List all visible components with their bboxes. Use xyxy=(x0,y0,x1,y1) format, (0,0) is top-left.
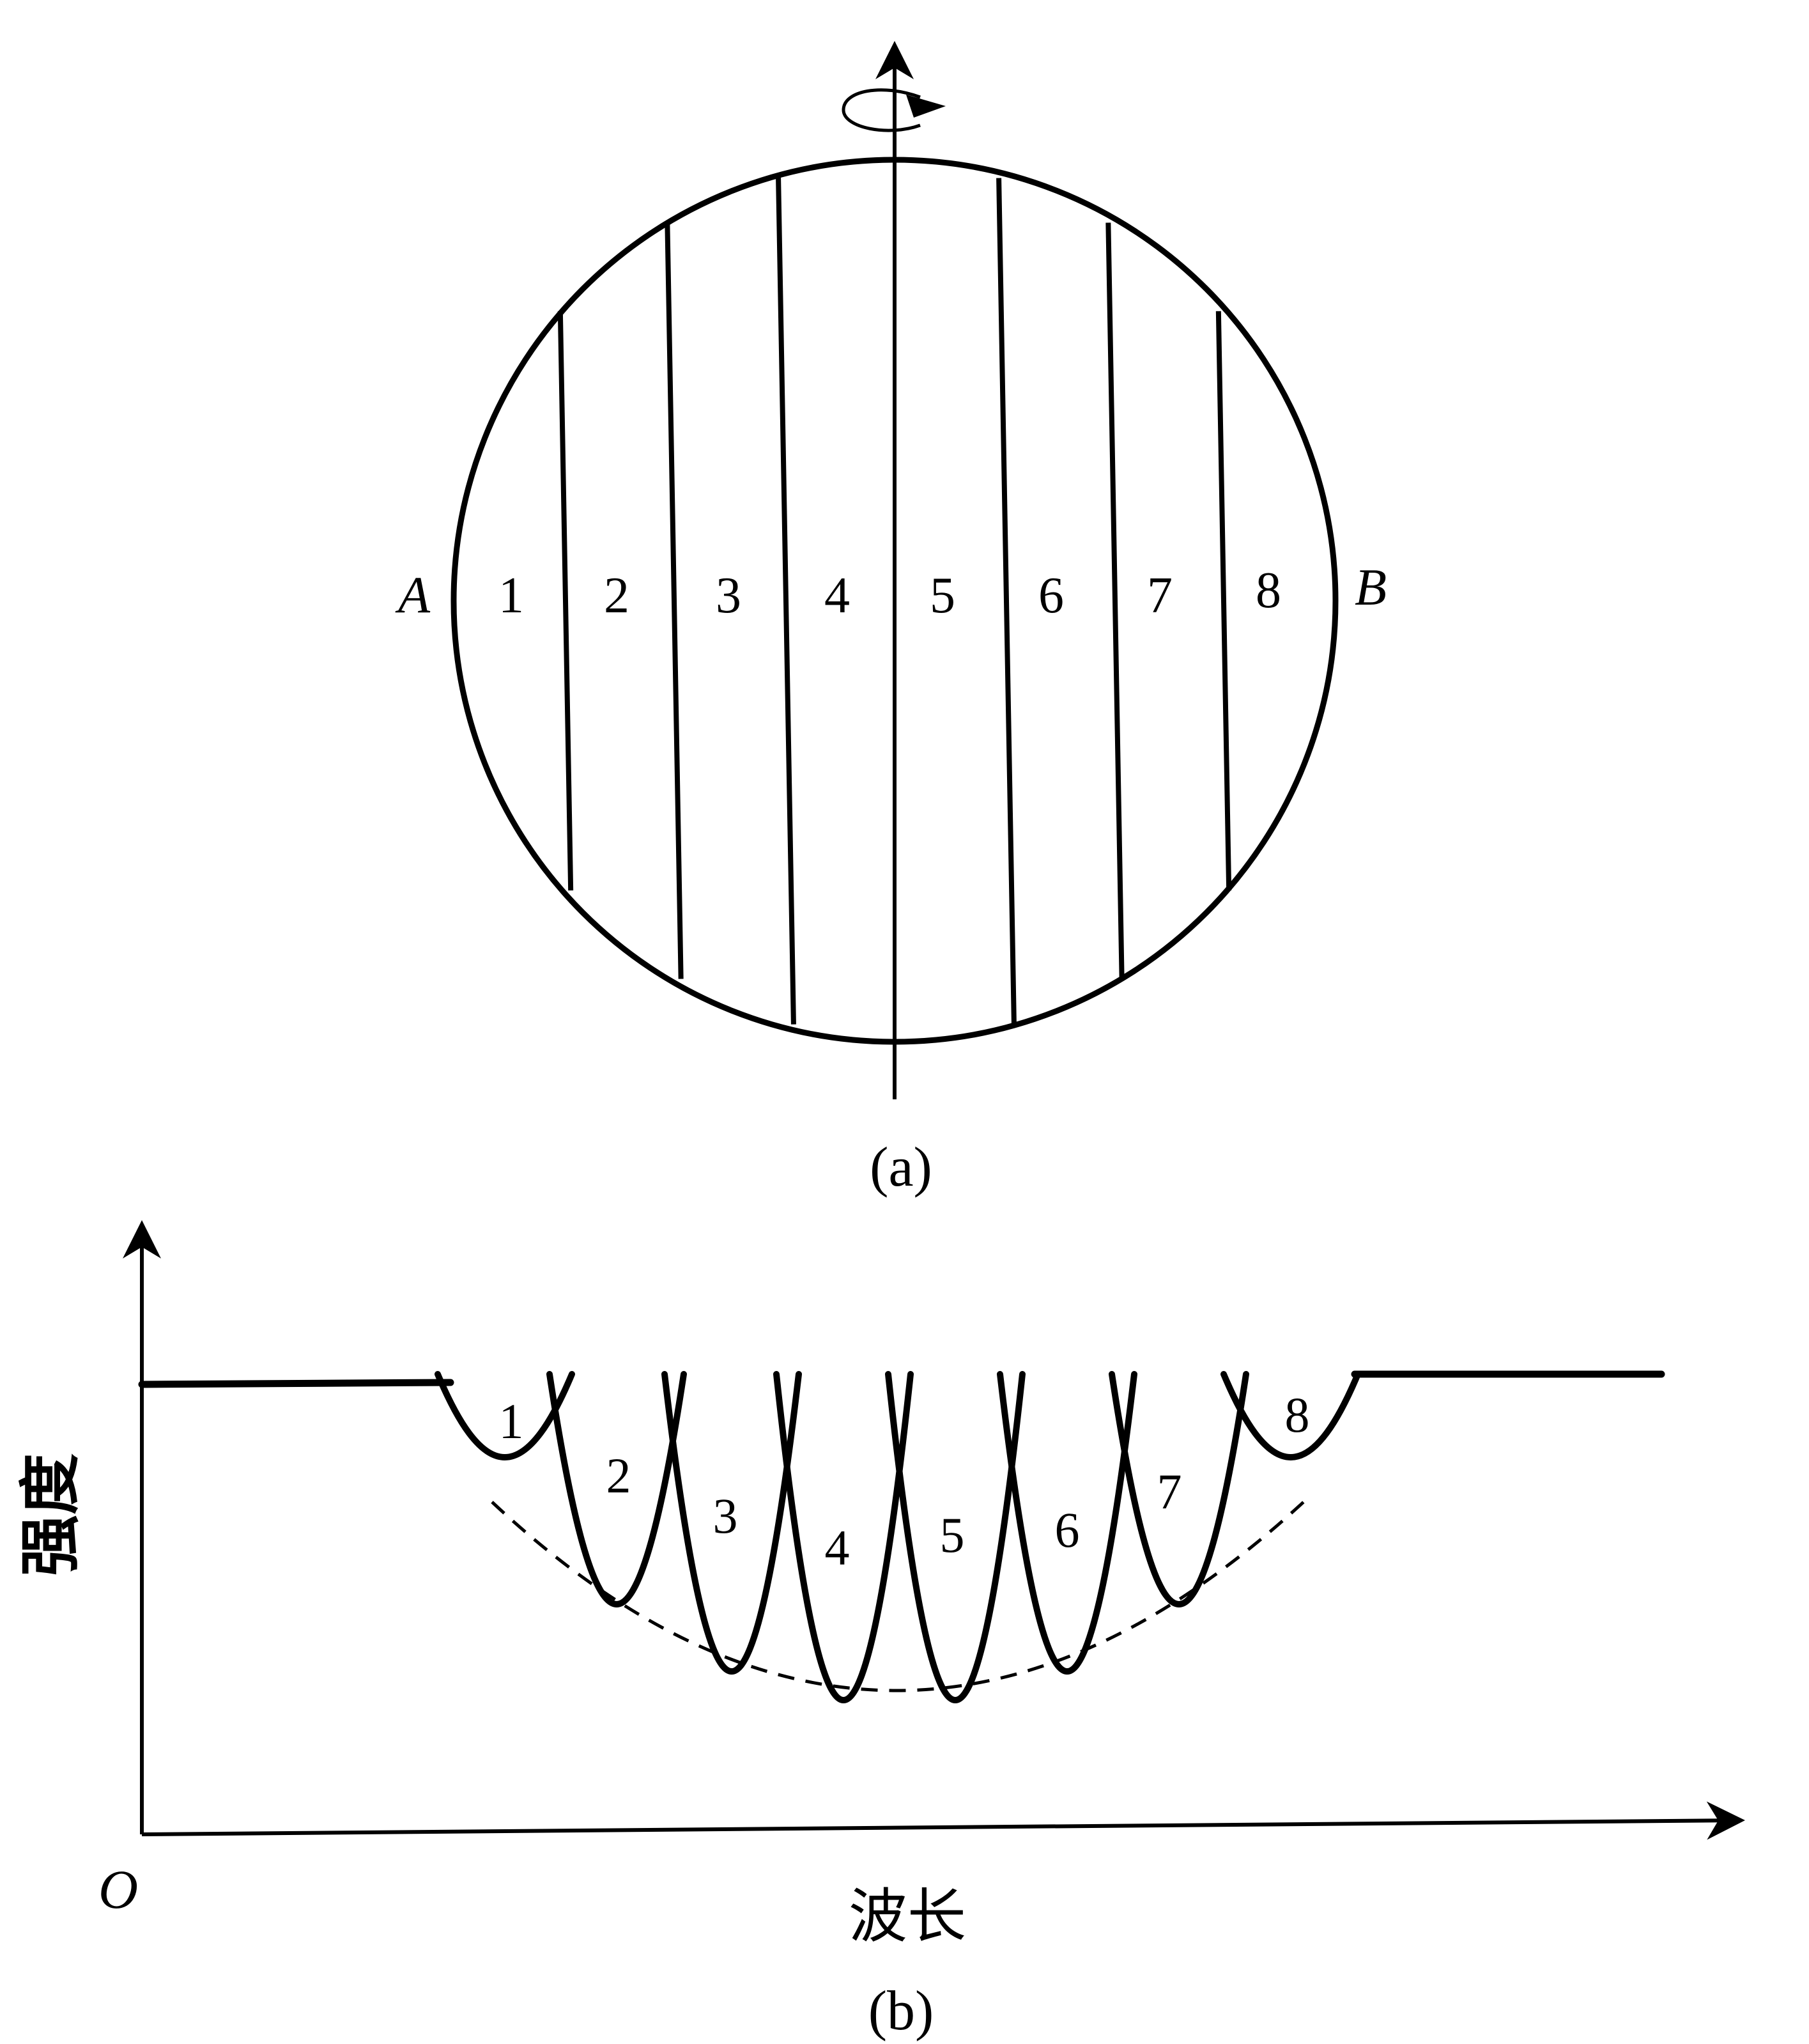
strip-label-4: 4 xyxy=(824,568,850,624)
strip-label-2: 2 xyxy=(604,568,629,624)
strip-boundary-3 xyxy=(776,177,796,1025)
strip-boundary-4 xyxy=(996,178,1017,1024)
curve-label-8: 8 xyxy=(1285,1387,1310,1443)
strip-boundary-5 xyxy=(1105,222,1125,979)
curve-label-4: 4 xyxy=(825,1520,850,1576)
continuum-line xyxy=(138,1379,454,1388)
limb-label-a: A xyxy=(395,566,431,624)
component-profile-2 xyxy=(546,1371,687,1608)
component-profile-7 xyxy=(1109,1371,1249,1608)
strip-boundaries xyxy=(557,177,1232,1025)
component-profiles xyxy=(435,1371,1361,1704)
stellar-disk xyxy=(450,157,1339,1045)
curve-label-6: 6 xyxy=(1055,1502,1080,1558)
component-profile-6 xyxy=(997,1371,1137,1675)
strip-label-3: 3 xyxy=(716,568,741,624)
strip-label-6: 6 xyxy=(1038,568,1064,624)
envelope-dashed-curve xyxy=(491,1501,1305,1692)
x-axis xyxy=(141,1801,1745,1840)
component-profile-3 xyxy=(661,1371,802,1675)
curve-label-1: 1 xyxy=(499,1393,524,1449)
curve-label-2: 2 xyxy=(606,1448,631,1503)
strip-label-8: 8 xyxy=(1256,562,1281,619)
rotation-direction-icon xyxy=(842,88,946,132)
strip-label-5: 5 xyxy=(930,568,955,624)
component-profile-8 xyxy=(1220,1371,1361,1461)
panel-b-line-profile: 1 2 3 4 5 6 7 8 O 强度 波长 (b) xyxy=(15,1220,1745,2042)
panel-b-caption: (b) xyxy=(868,1980,934,2042)
x-axis-label: 波长 xyxy=(849,1882,966,1951)
curve-label-5: 5 xyxy=(940,1507,965,1563)
strip-boundary-1 xyxy=(557,311,574,891)
panel-a-star-disk: 1 2 3 4 5 6 7 8 A B (a) xyxy=(395,41,1387,1198)
origin-label: O xyxy=(98,1859,138,1920)
component-profile-4 xyxy=(773,1371,914,1704)
strip-label-7: 7 xyxy=(1147,568,1173,624)
curve-label-7: 7 xyxy=(1157,1464,1182,1519)
y-axis-label: 强度 xyxy=(15,1453,86,1576)
panel-a-caption: (a) xyxy=(870,1136,932,1198)
curve-label-3: 3 xyxy=(713,1488,738,1544)
strip-boundary-6 xyxy=(1215,311,1232,891)
limb-label-b: B xyxy=(1355,558,1387,616)
component-profile-5 xyxy=(885,1371,1026,1704)
strip-boundary-2 xyxy=(665,222,684,979)
strip-label-1: 1 xyxy=(498,568,524,624)
